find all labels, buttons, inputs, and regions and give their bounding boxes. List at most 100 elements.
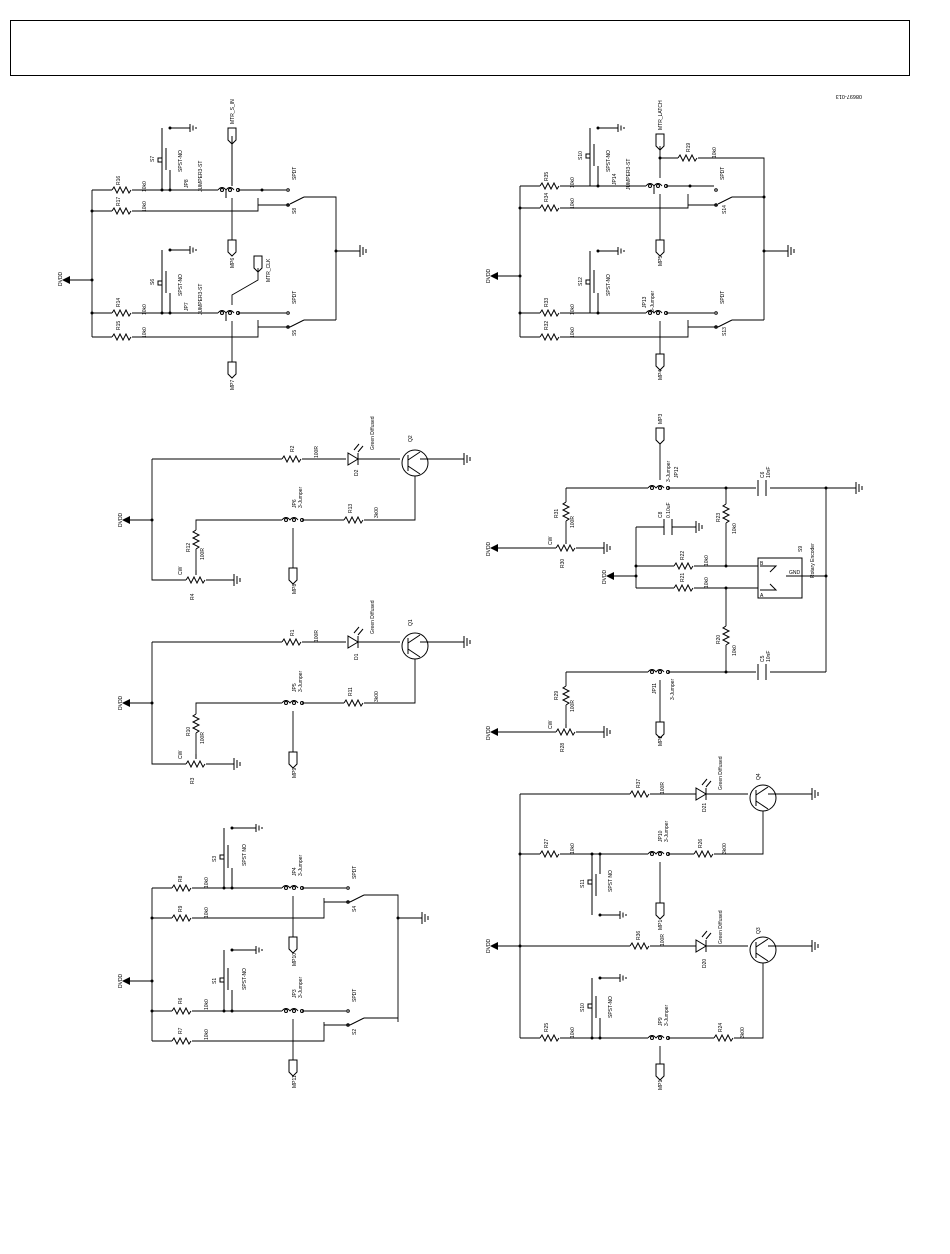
dvdd-label: DVDD (486, 938, 492, 953)
mtr-s-in-label: MTR_S_IN (230, 99, 236, 124)
d21-label: D21 (702, 803, 708, 812)
dvdd-arrow-icon (122, 977, 130, 985)
mp4-port-icon (655, 353, 665, 371)
s7-label: S7 (150, 156, 156, 162)
dvdd-arrow-icon (490, 728, 498, 736)
figure-id: 08697-013 (836, 93, 862, 99)
mp6-port-icon (227, 239, 237, 257)
enc-gnd: GND (789, 570, 801, 576)
r11-label: R11 (348, 687, 354, 696)
jp3-type: 3-Jumper (298, 977, 304, 998)
r36-label: R36 (636, 931, 642, 940)
r2-value: 100R (314, 446, 320, 458)
d1-label: D1 (354, 653, 360, 660)
r8-value: 10k0 (204, 877, 210, 888)
s7-type: SPST-NO (178, 150, 184, 172)
r37-value: 100R (660, 782, 666, 794)
dvdd-arrow-icon (490, 544, 498, 552)
ground-icon-14 (811, 788, 819, 800)
r4-label: R4 (190, 593, 196, 600)
r21-value: 10k0 (704, 577, 710, 588)
mp5-port-icon (655, 239, 665, 257)
r15-label: R15 (116, 321, 122, 330)
mtr-latch-port-icon (655, 133, 665, 151)
r32-label: R32 (544, 321, 550, 330)
ground-icon-5 (463, 636, 471, 648)
s6-type: SPST-NO (178, 274, 184, 296)
pot-cw-label: CW (548, 536, 554, 545)
block-4-led-driver: DVDD R1 100R D1 Green Diffused Q1 R11 3k… (118, 600, 471, 784)
r20-value: 10k0 (732, 645, 738, 656)
mp8-port-icon (288, 567, 298, 585)
spdt-s8-label: S8 (292, 208, 298, 214)
d2-label: D2 (354, 469, 360, 476)
r2-label: R2 (290, 445, 296, 452)
r14-value: 10k0 (142, 304, 148, 315)
r37-label: R37 (636, 779, 642, 788)
r7-label: R7 (178, 1027, 184, 1034)
block-1-switch-circuit: DVDD R16 10k0 R17 10k0 S7 SPST-NO JP8 JU… (58, 99, 367, 390)
dvdd-label: DVDD (58, 271, 64, 286)
jp12-label: JP12 (674, 466, 680, 478)
dvdd-label: DVDD (118, 695, 124, 710)
jp14-label: JP14 (612, 173, 618, 185)
r33-label: R33 (544, 298, 550, 307)
pot-cw-label: CW (178, 566, 184, 575)
spdt-s2-type: SPDT (352, 989, 358, 1002)
mp10-port-icon (288, 936, 298, 954)
r1-value: 100R (314, 630, 320, 642)
r33-value: 10k0 (570, 304, 576, 315)
jp11-type: 3-Jumper (670, 679, 676, 700)
r6-value: 10k0 (204, 999, 210, 1010)
s10-type: SPST-NO (606, 150, 612, 172)
dvdd-arrow-icon (606, 572, 614, 580)
r12-label: R12 (186, 543, 192, 552)
jp6-type: 3-Jumper (298, 487, 304, 508)
r25-label: R25 (544, 1023, 550, 1032)
r34-value: 10k0 (570, 198, 576, 209)
dvdd-arrow-icon (122, 699, 130, 707)
mp1-top-port-icon (655, 902, 665, 920)
mp5-label: MP5 (658, 256, 664, 267)
r32-value: 10k0 (570, 327, 576, 338)
dvdd-label: DVDD (486, 541, 492, 556)
jp9-label: JP9 (658, 1017, 664, 1026)
jp10-type: 3-Jumper (664, 821, 670, 842)
mp11-port-icon (288, 1059, 298, 1077)
spdt-s13-label: S13 (722, 327, 728, 336)
jp3-label: JP3 (292, 989, 298, 998)
ground-icon-1 (359, 245, 367, 257)
c8-value: 0.10uF (666, 502, 672, 518)
ground-icon-4 (233, 574, 241, 586)
s12-type: SPST-NO (606, 274, 612, 296)
ground-icon-12 (695, 521, 703, 533)
mtr-clk-label: MTR_CLK (266, 258, 272, 282)
c6-label: C6 (760, 471, 766, 478)
ground-icon-3 (463, 453, 471, 465)
ground-icon-10 (855, 482, 863, 494)
r28-label: R28 (560, 743, 566, 752)
block-5-switch-circuit: DVDD R8 10k0 R9 10k0 S3 SPST NO JP4 3-Ju… (118, 824, 429, 1088)
r9-value: 10k0 (204, 907, 210, 918)
r27-label: R27 (544, 839, 550, 848)
ground-icon-16 (811, 940, 819, 952)
jp10-label: JP10 (658, 830, 664, 842)
dvdd-label: DVDD (602, 569, 608, 584)
r19-label: R19 (686, 143, 692, 152)
r35-value: 10k0 (570, 177, 576, 188)
r31-value: 100R (570, 516, 576, 528)
q4-label: Q4 (756, 773, 762, 780)
mp3-port-icon (655, 427, 665, 445)
r12-value: 100R (200, 548, 206, 560)
mtr-s-in-port-icon (227, 127, 237, 145)
block-6-rotary-encoder: MP3 3-Jumper JP12 C6 10nF R31 100R DVDD … (486, 414, 863, 752)
r6-label: R6 (178, 997, 184, 1004)
s6-label: S6 (150, 279, 156, 285)
d1-type: Green Diffused (370, 600, 376, 634)
block-3-led-driver: DVDD R2 100R D2 Green Diffused Q2 R13 3k… (118, 416, 471, 600)
r13-value: 3k00 (374, 507, 380, 518)
c8-label: C8 (658, 511, 664, 518)
s10b-type: SPST-NO (608, 996, 614, 1018)
s12-label: S12 (578, 277, 584, 286)
